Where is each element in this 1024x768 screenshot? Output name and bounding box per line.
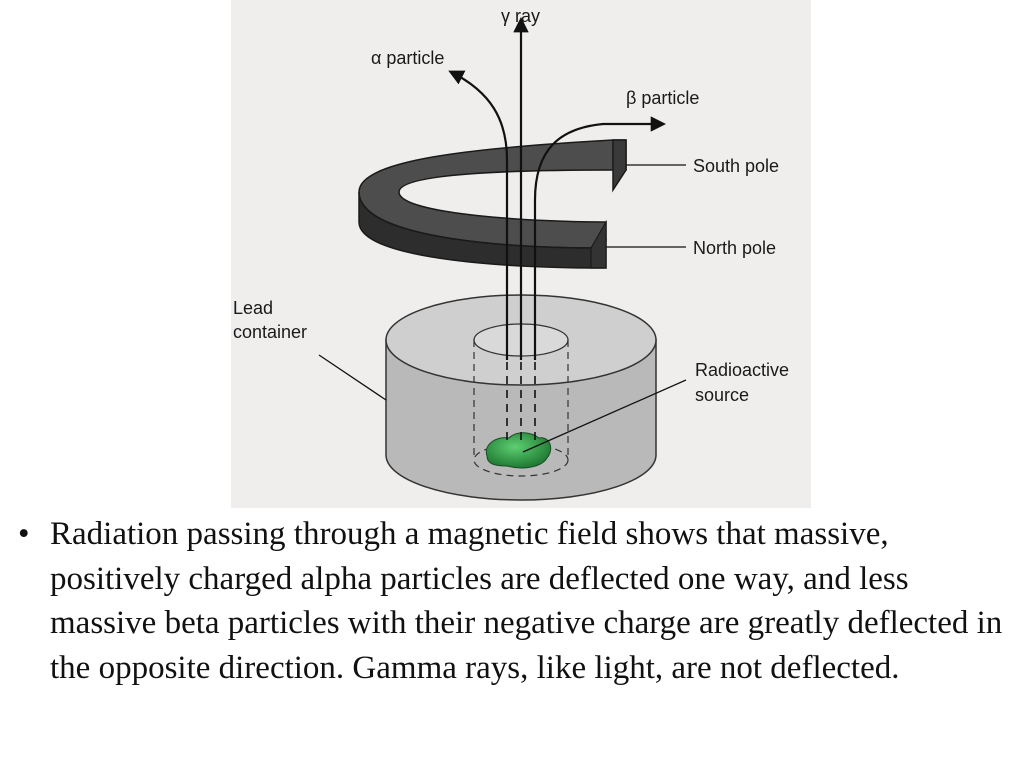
lead-container-label-line2: container [233, 322, 307, 342]
horseshoe-magnet [358, 139, 627, 269]
leader-lines [318, 164, 687, 453]
diagram-canvas: γ ray α particle β particle South pole N… [233, 6, 789, 501]
south-pole-label: South pole [693, 156, 779, 176]
gamma-ray-label: γ ray [501, 6, 540, 26]
beta-particle-label: β particle [626, 88, 699, 108]
north-pole-label: North pole [693, 238, 776, 258]
alpha-particle-label: α particle [371, 48, 444, 68]
radioactive-source-label-line1: Radioactive [695, 360, 789, 380]
caption-list: • Radiation passing through a magnetic f… [16, 512, 1016, 690]
beta-particle-beam [533, 116, 667, 360]
lead-container-label-line1: Lead [233, 298, 273, 318]
radioactive-source-label-line2: source [695, 385, 749, 405]
caption-text: Radiation passing through a magnetic fie… [50, 516, 1003, 686]
alpha-particle-beam [448, 70, 509, 360]
radiation-deflection-diagram: γ ray α particle β particle South pole N… [231, 0, 811, 508]
bullet: • [18, 516, 30, 552]
beam-paths [448, 16, 667, 360]
radioactive-source [485, 432, 552, 469]
caption-item: • Radiation passing through a magnetic f… [16, 512, 1016, 690]
